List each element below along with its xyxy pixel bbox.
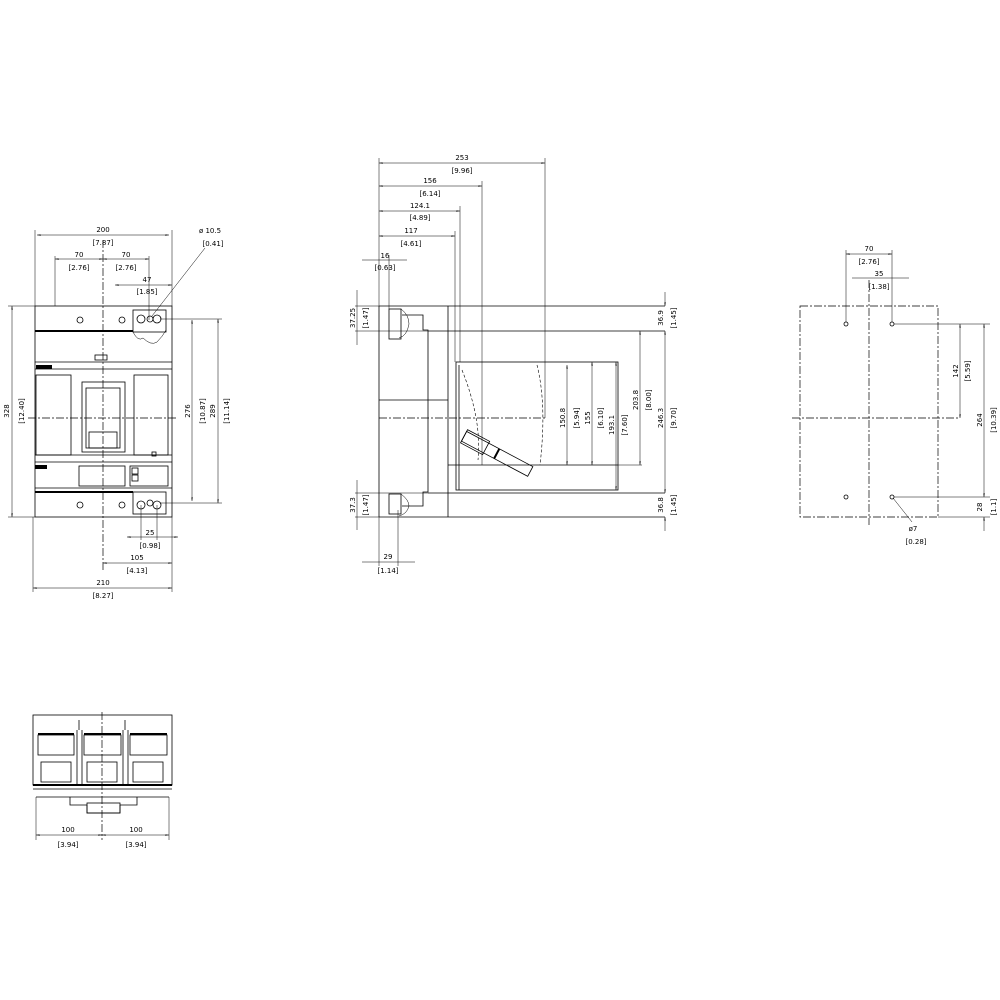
- dim-label: 246.3: [657, 408, 665, 428]
- dim-label: [7.87]: [92, 239, 113, 247]
- dim-label: [4.13]: [126, 567, 147, 575]
- top-terminal: [132, 309, 167, 333]
- dim-label: [1.47]: [362, 307, 370, 328]
- dim-label: ø7: [909, 525, 918, 533]
- dim-label: 276: [184, 404, 192, 418]
- left-panel: [35, 374, 72, 456]
- dim-label: 155: [584, 411, 592, 424]
- dim-label: 210: [96, 579, 109, 587]
- dim-label: [3.94]: [125, 841, 146, 849]
- bottom-body-outline: [32, 714, 173, 786]
- dim-label: 156: [423, 177, 437, 185]
- dim-label: 37.3: [349, 497, 357, 513]
- dim-label: 35: [875, 270, 884, 278]
- mounting-hole: [843, 321, 849, 327]
- dim-label: 142: [952, 364, 960, 377]
- dim-label: [1.85]: [136, 288, 157, 296]
- dim-label: 193.1: [608, 415, 616, 435]
- mounting-hole-view: 70 [2.76] 35 [1.38] 142 [5.59] 264 [10.3…: [792, 245, 998, 546]
- dim-label: [2.76]: [115, 264, 136, 272]
- dim-label: [8.27]: [92, 592, 113, 600]
- mounting-hole: [843, 494, 849, 500]
- dim-label: 47: [143, 276, 152, 284]
- right-panel: [133, 374, 169, 456]
- dim-label: [7.60]: [621, 414, 629, 435]
- dim-label: [1.45]: [670, 494, 678, 515]
- dim-label: [6.14]: [419, 190, 440, 198]
- dim-label: 100: [61, 826, 74, 834]
- bottom-terminal-side: [388, 493, 402, 515]
- dim-label: [5.59]: [964, 360, 972, 381]
- dim-label: [1.38]: [868, 283, 889, 291]
- dim-label: ø 10.5: [199, 227, 221, 235]
- dim-label: [0.28]: [905, 538, 926, 546]
- dim-label: [9.96]: [451, 167, 472, 175]
- dim-label: 150.8: [559, 408, 567, 428]
- dim-label: [6.10]: [597, 407, 605, 428]
- dim-label: 28: [976, 503, 984, 512]
- dim-label: 105: [130, 554, 143, 562]
- dim-label: [2.76]: [858, 258, 879, 266]
- dim-label: 328: [3, 404, 11, 417]
- front-body-outline: [34, 305, 173, 518]
- dim-label: [10.39]: [990, 407, 998, 433]
- dim-label: [4.61]: [400, 240, 421, 248]
- dim-label: 264: [976, 413, 984, 427]
- dim-label: 29: [384, 553, 393, 561]
- dim-label: 203.8: [632, 390, 640, 410]
- dim-label: 70: [865, 245, 874, 253]
- dim-label: 70: [75, 251, 84, 259]
- dim-label: [0.41]: [202, 240, 223, 248]
- dim-label: [10.87]: [199, 398, 207, 424]
- front-view: 200 [7.87] 70 [2.76] 70 [2.76] 47 [1.85]…: [3, 226, 231, 600]
- dim-label: [1.14]: [377, 567, 398, 575]
- dim-label: [1.45]: [670, 307, 678, 328]
- dim-label: 289: [209, 404, 217, 417]
- dim-label: [0.98]: [139, 542, 160, 550]
- handle-window: [81, 381, 126, 453]
- dim-label: [1.47]: [362, 494, 370, 515]
- dim-label: [5.94]: [573, 407, 581, 428]
- dim-label: 25: [146, 529, 155, 537]
- dim-label: 200: [96, 226, 109, 234]
- dim-label: [9.70]: [670, 407, 678, 428]
- dim-label: 36.9: [657, 310, 665, 326]
- handle-cover: [455, 361, 619, 491]
- mounting-outline: [799, 305, 939, 518]
- dim-label: [0.63]: [374, 264, 395, 272]
- dim-label: 124.1: [410, 202, 430, 210]
- dim-label: [4.89]: [409, 214, 430, 222]
- mounting-hole: [889, 321, 895, 327]
- dim-label: 253: [455, 154, 468, 162]
- bottom-view: 100 [3.94] 100 [3.94]: [32, 712, 173, 849]
- dim-label: [3.94]: [57, 841, 78, 849]
- dim-label: [8.00]: [645, 389, 653, 410]
- dim-label: 37.25: [349, 308, 357, 328]
- dim-label: 36.8: [657, 497, 665, 513]
- top-terminal-side: [388, 308, 402, 340]
- dim-label: 100: [129, 826, 142, 834]
- dim-label: [1.1]: [990, 498, 998, 515]
- operating-handle: [459, 429, 534, 477]
- side-view: 253 [9.96] 156 [6.14] 124.1 [4.89] 117 […: [349, 154, 678, 575]
- dim-label: 117: [404, 227, 417, 235]
- dim-label: 16: [381, 252, 390, 260]
- dim-label: 70: [122, 251, 131, 259]
- dim-label: [12.40]: [18, 398, 26, 424]
- dim-label: [2.76]: [68, 264, 89, 272]
- dim-label: [11.14]: [223, 398, 231, 424]
